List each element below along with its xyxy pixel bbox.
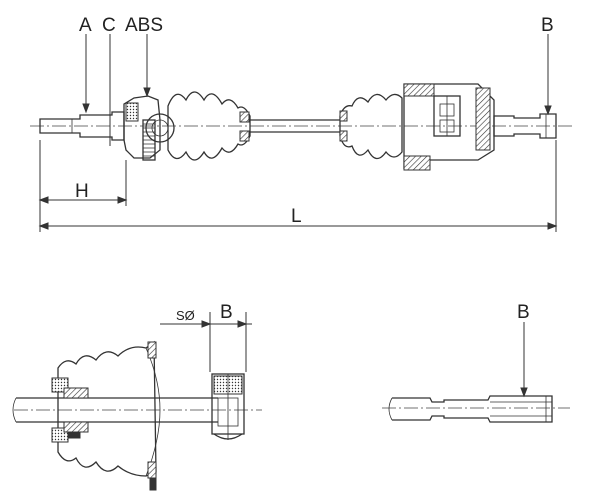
label-c: C — [102, 15, 116, 36]
label-s-diameter: SØ — [176, 308, 195, 323]
label-h: H — [75, 181, 89, 202]
bottom-left-joint-detail — [12, 340, 262, 491]
label-l: L — [291, 206, 302, 227]
label-b-top: B — [541, 15, 554, 36]
label-a: A — [79, 15, 92, 36]
dimension-sdiameter-b — [160, 312, 252, 372]
dimension-h — [38, 140, 128, 206]
label-abs: ABS — [125, 15, 163, 36]
dimension-l — [38, 140, 558, 232]
bottom-right-shaft-end — [382, 322, 570, 423]
top-leaders — [82, 34, 552, 146]
label-b-left: B — [220, 302, 233, 323]
top-shaft-assembly — [30, 83, 572, 171]
label-b-right: B — [517, 302, 530, 323]
